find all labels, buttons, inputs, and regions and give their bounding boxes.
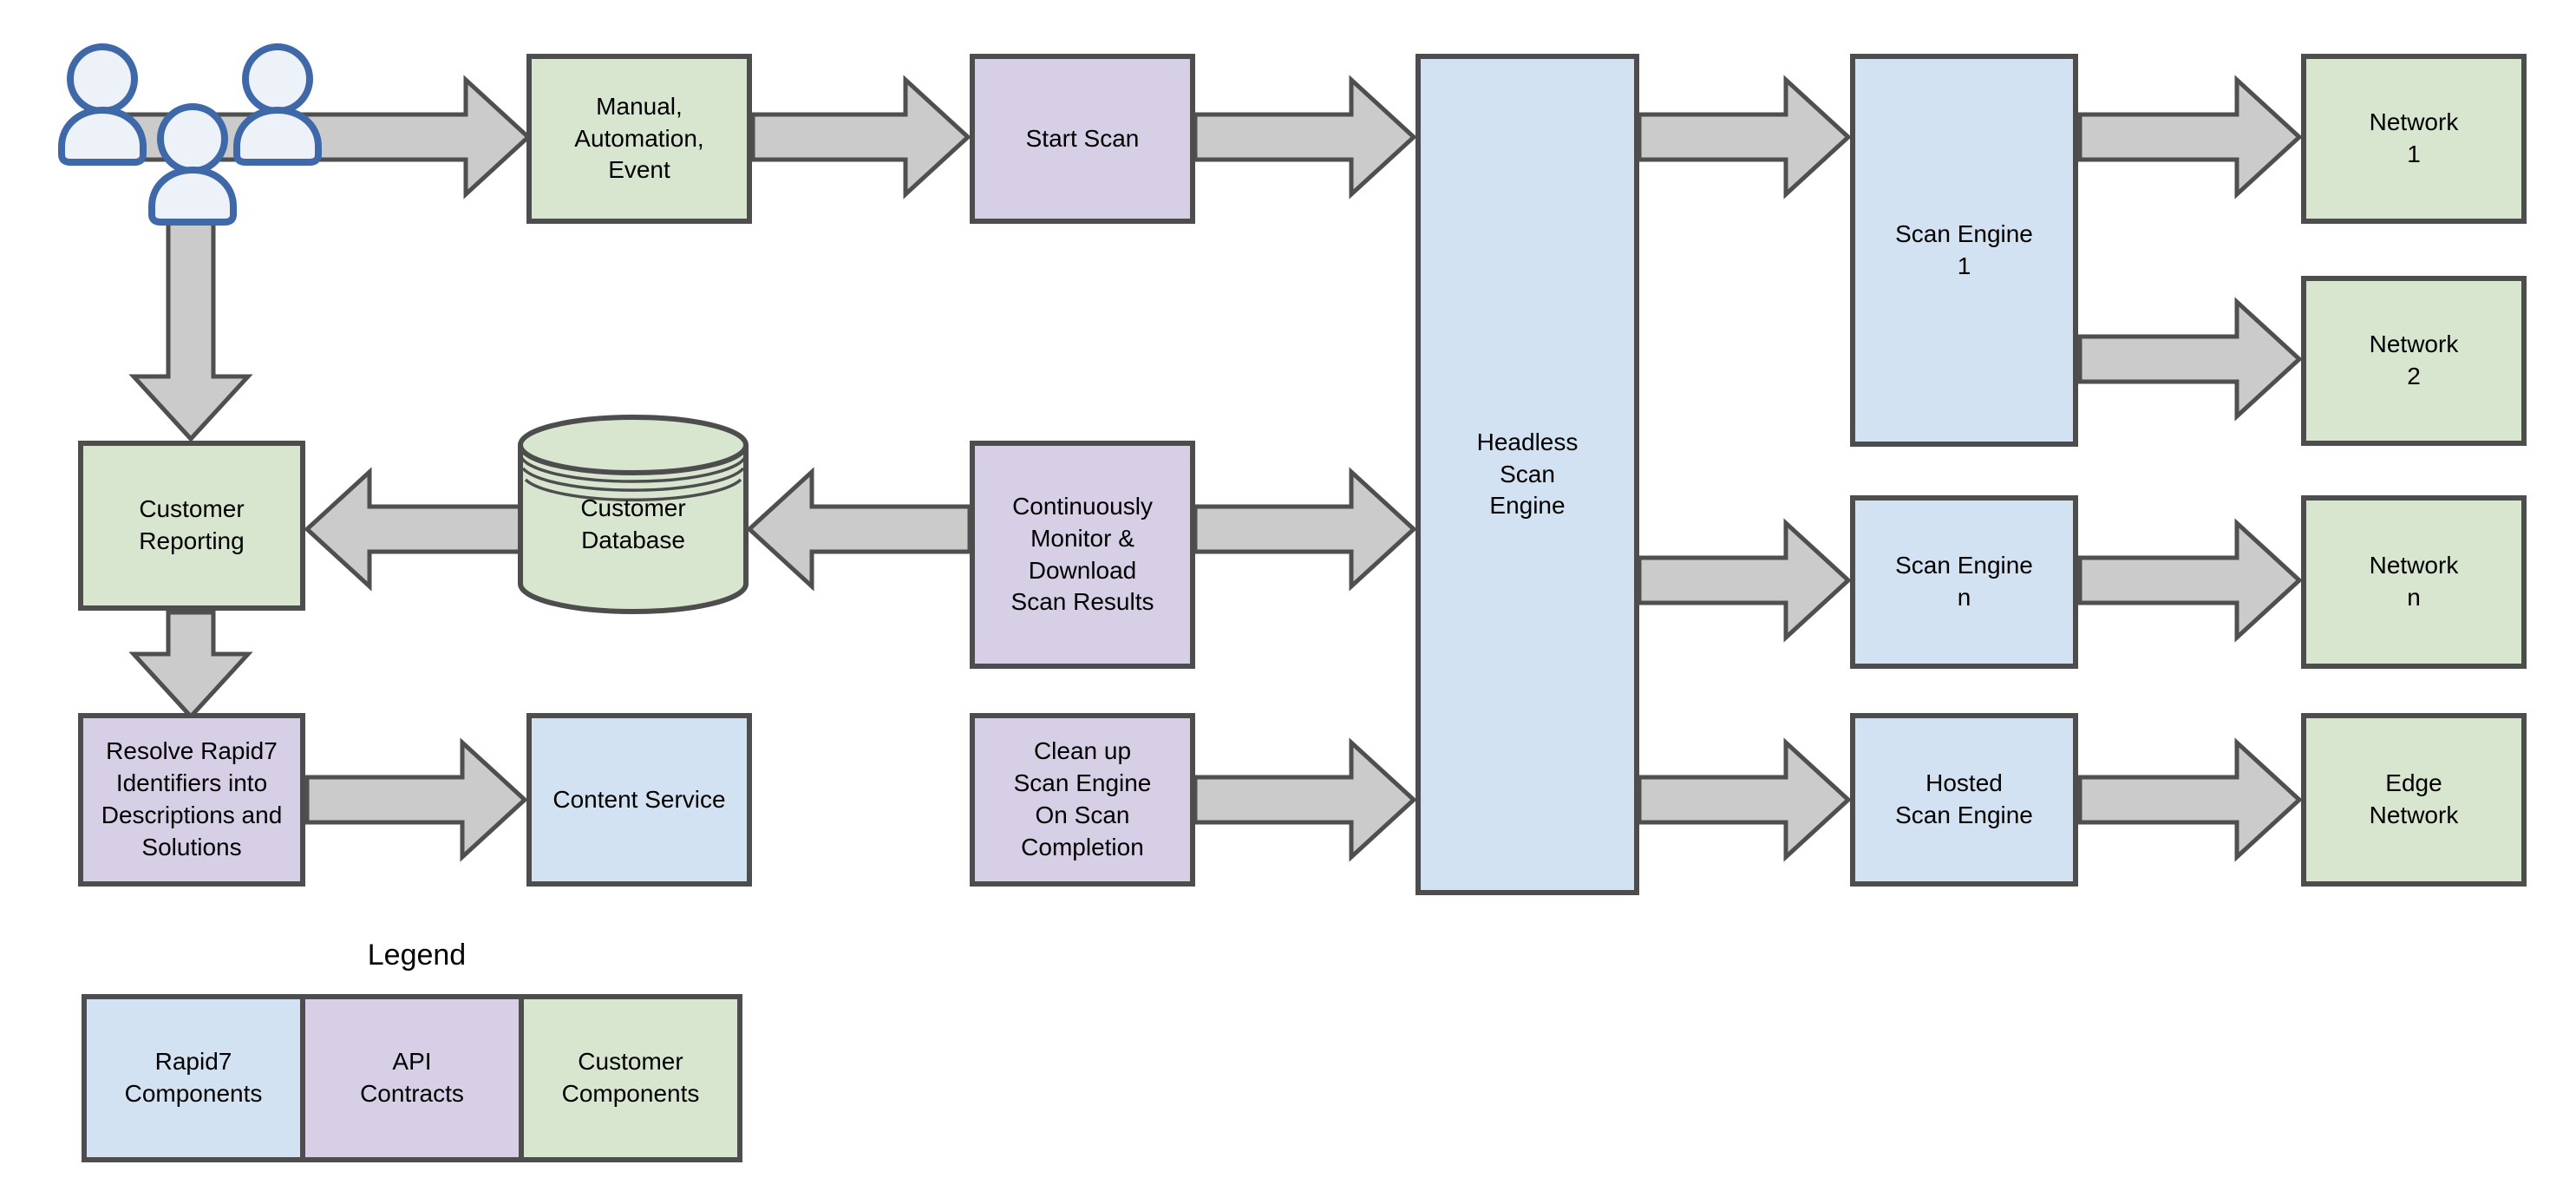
- person-right-icon: [233, 43, 322, 166]
- arrow-start-scan-to-headless: [1193, 75, 1417, 200]
- node-scan-engine-1: Scan Engine 1: [1850, 54, 2078, 447]
- arrow-users-to-customer-reporting: [128, 206, 253, 442]
- arrow-monitor-to-headless: [1193, 467, 1417, 592]
- arrow-scan-engine-1-to-network-2: [2077, 297, 2303, 422]
- arrow-manual-to-start-scan: [750, 75, 971, 200]
- arrow-monitor-to-customer-database: [746, 467, 972, 592]
- arrow-customer-database-to-customer-reporting: [304, 467, 525, 592]
- node-start-scan: Start Scan: [970, 54, 1195, 224]
- node-edge-network: Edge Network: [2301, 713, 2527, 887]
- legend: Rapid7 Components API Contracts Customer…: [82, 994, 742, 1162]
- node-network-2: Network 2: [2301, 276, 2527, 446]
- node-headless-scan-engine: Headless Scan Engine: [1415, 54, 1639, 895]
- node-resolve-rapid7-identifiers: Resolve Rapid7 Identifiers into Descript…: [78, 713, 305, 887]
- node-network-n: Network n: [2301, 495, 2527, 669]
- legend-title: Legend: [367, 939, 467, 972]
- arrow-scan-engine-1-to-network-1: [2077, 75, 2303, 200]
- node-content-service: Content Service: [526, 713, 752, 887]
- arrow-resolve-to-content-service: [304, 737, 528, 862]
- legend-item-rapid7-components: Rapid7 Components: [82, 994, 305, 1162]
- arrow-cleanup-to-headless: [1193, 737, 1417, 862]
- node-cleanup-scan-engine: Clean up Scan Engine On Scan Completion: [970, 713, 1195, 887]
- arrow-customer-reporting-to-resolve: [128, 610, 253, 720]
- arrow-headless-to-scan-engine-n: [1637, 518, 1852, 643]
- customer-database-cylinder: [518, 415, 749, 614]
- legend-item-customer-components: Customer Components: [519, 994, 742, 1162]
- legend-item-api-contracts: API Contracts: [300, 994, 524, 1162]
- arrow-headless-to-hosted: [1637, 737, 1852, 862]
- arrow-scan-engine-n-to-network-n: [2077, 518, 2303, 643]
- arrow-headless-to-scan-engine-1: [1637, 75, 1852, 200]
- users-icon: [58, 43, 322, 226]
- node-customer-database-label: Customer Database: [580, 494, 686, 553]
- person-center-icon: [148, 103, 237, 226]
- node-customer-reporting: Customer Reporting: [78, 441, 305, 611]
- node-hosted-scan-engine: Hosted Scan Engine: [1850, 713, 2078, 887]
- node-scan-engine-n: Scan Engine n: [1850, 495, 2078, 669]
- node-manual-automation-event: Manual, Automation, Event: [526, 54, 752, 224]
- person-left-icon: [58, 43, 147, 166]
- arrow-hosted-to-edge-network: [2077, 737, 2303, 862]
- node-continuously-monitor: Continuously Monitor & Download Scan Res…: [970, 441, 1195, 669]
- node-network-1: Network 1: [2301, 54, 2527, 224]
